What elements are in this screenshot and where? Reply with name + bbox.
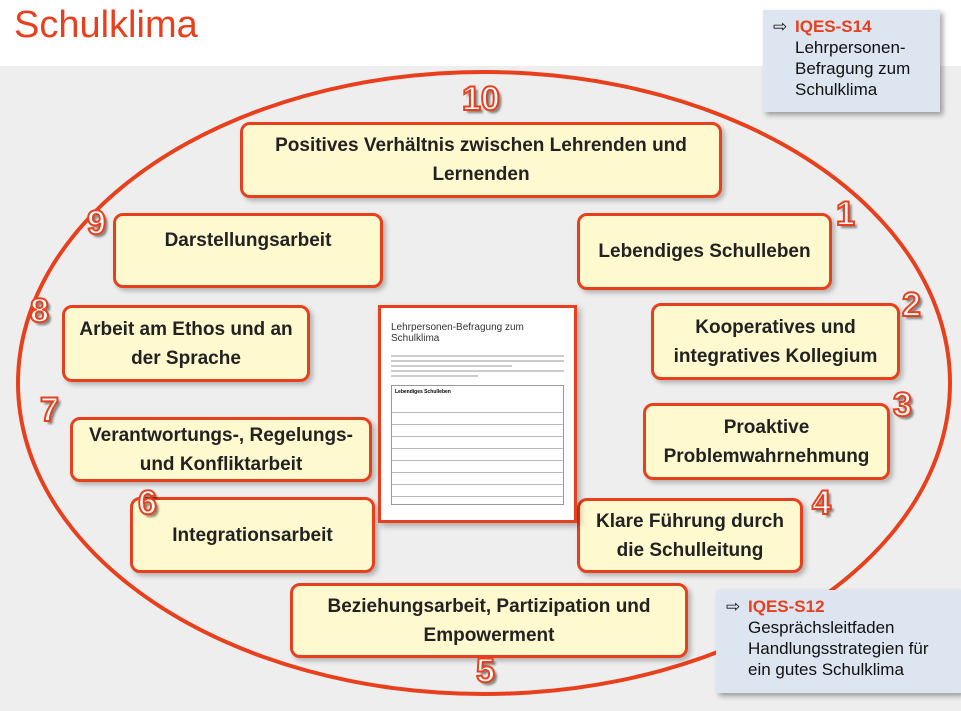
- number-3: 3: [892, 385, 913, 425]
- number-2: 2: [901, 285, 922, 325]
- arrow-right-icon: ⇨: [773, 17, 788, 36]
- questionnaire-table: Lebendiges Schulleben: [391, 385, 564, 505]
- callout-text: Lehrpersonen-Befragung zum Schulklima: [795, 38, 911, 99]
- callout-code: IQES-S12: [748, 597, 825, 616]
- callout-iqes-s14: ⇨ IQES-S14 Lehrpersonen-Befragung zum Sch…: [763, 10, 940, 112]
- number-1: 1: [835, 194, 856, 234]
- number-10: 10: [461, 79, 501, 119]
- item-box-7: Verantwortungs-, Regelungs- und Konflikt…: [70, 417, 372, 482]
- item-box-3: Proaktive Problemwahrnehmung: [643, 403, 890, 480]
- number-8: 8: [29, 291, 50, 331]
- questionnaire-thumbnail: Lehrpersonen-Befragung zum Schulklima Le…: [378, 305, 577, 523]
- number-9: 9: [86, 203, 107, 243]
- number-4: 4: [811, 483, 832, 523]
- number-5: 5: [475, 651, 496, 691]
- item-box-1: Lebendiges Schulleben: [577, 213, 832, 290]
- outer-ellipse: [16, 70, 952, 696]
- item-box-2: Kooperatives und integratives Kollegium: [651, 303, 900, 380]
- document-title: Lehrpersonen-Befragung zum Schulklima: [391, 322, 524, 344]
- callout-code: IQES-S14: [795, 17, 872, 36]
- number-7: 7: [39, 390, 60, 430]
- arrow-right-icon: ⇨: [726, 597, 741, 616]
- item-box-5: Beziehungsarbeit, Partizipation und Empo…: [290, 583, 688, 658]
- table-header: Lebendiges Schulleben: [395, 389, 451, 395]
- item-box-9: Darstellungsarbeit: [113, 213, 383, 288]
- item-box-8: Arbeit am Ethos und an der Sprache: [62, 305, 310, 382]
- item-box-4: Klare Führung durch die Schulleitung: [577, 498, 803, 573]
- item-box-6: Integrationsarbeit: [130, 497, 375, 573]
- slide-title: Schulklima: [14, 4, 198, 46]
- number-6: 6: [137, 483, 158, 523]
- callout-iqes-s12: ⇨ IQES-S12 Gesprächsleitfaden Handlungsst…: [716, 590, 961, 693]
- item-box-10: Positives Verhältnis zwischen Lehrenden …: [240, 122, 722, 198]
- callout-text: Gesprächsleitfaden Handlungsstrategien f…: [748, 618, 929, 679]
